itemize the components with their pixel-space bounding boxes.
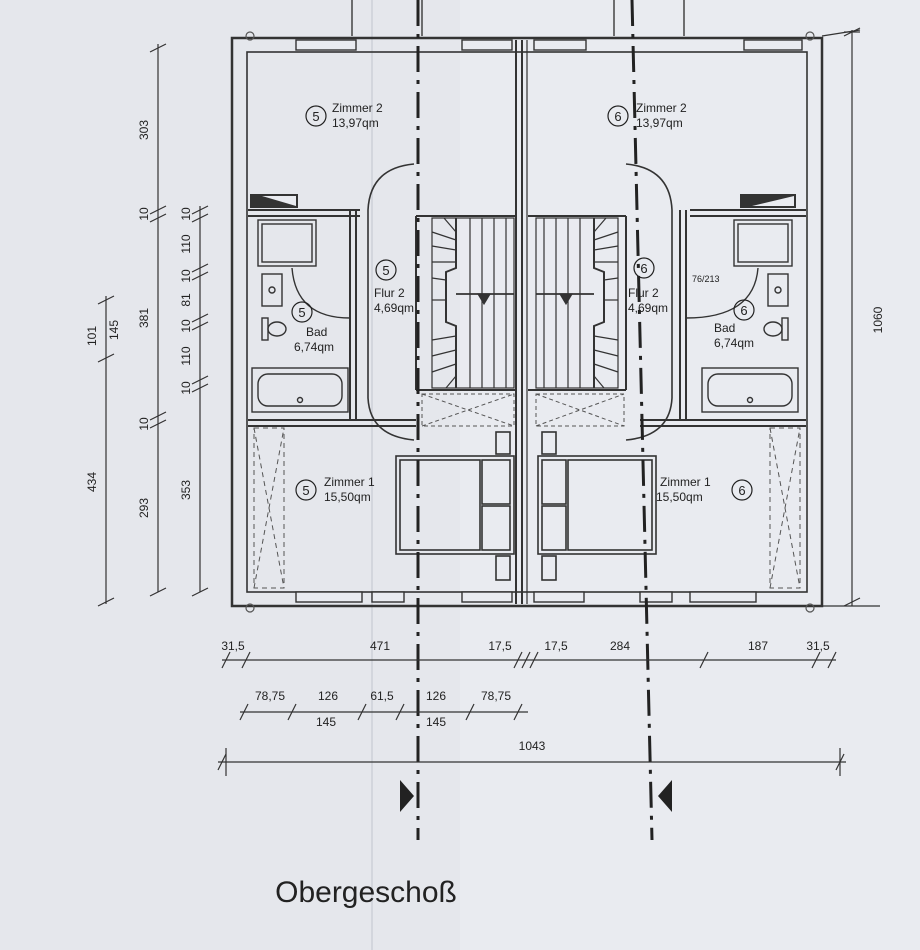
storage-boxes [421,393,625,427]
dim-label: 61,5 [370,689,394,703]
dim-label: 126 [318,689,338,703]
dim-label: 145 [426,715,446,729]
stairs-left [431,217,515,389]
building-outline [230,36,824,608]
room-name: Zimmer 2 [332,101,383,115]
room-number: 6 [640,261,647,276]
room-number: 5 [382,263,389,278]
dim-label: 17,5 [488,639,512,653]
dim-label: 10 [179,269,193,283]
dim-label: 78,75 [481,689,511,703]
room-area: 15,50qm [656,490,703,504]
stairs-right [535,217,619,389]
dimension-lines-horizontal [217,651,846,776]
dim-label: 145 [316,715,336,729]
bath-fixtures-left [251,219,351,413]
dimension-lines-vertical [97,27,880,607]
dim-label: 110 [179,346,193,365]
room-label-right-bad: 76/213 6 Bad 6,74qm [692,274,755,350]
room-name: Bad [306,325,327,339]
room-name: Flur 2 [374,286,405,300]
dim-label: 471 [370,639,390,653]
dim-label: 293 [137,498,151,518]
dim-label: 145 [107,320,121,340]
room-number: 5 [312,109,319,124]
dim-label: 10 [137,417,151,431]
section-arrows [400,780,672,812]
dim-label: 101 [85,326,99,346]
room-number: 5 [302,483,309,498]
room-area: 6,74qm [294,340,334,354]
page-title: Obergeschoß [275,876,457,909]
dim-label: 1060 [871,306,885,333]
room-area: 4,69qm [628,301,668,315]
windows [295,39,803,603]
room-number-circle [291,301,313,323]
dim-label: 10 [137,207,151,221]
wall-markers [245,31,815,613]
room-name: Flur 2 [628,286,659,300]
room-number-circle [295,479,317,501]
dim-label: 353 [179,480,193,500]
dim-label: 303 [137,120,151,140]
dim-label: 434 [85,472,99,492]
dim-label: 187 [748,639,768,653]
dimension-labels-horizontal: 31,5 471 17,5 17,5 284 187 31,5 78,75 12… [221,639,830,753]
dim-label: 1043 [519,739,546,753]
dim-label: 284 [610,639,630,653]
room-area: 15,50qm [324,490,371,504]
wall-block-cuts [262,196,794,206]
wardrobes [253,427,801,589]
top-stubs [351,0,685,36]
room-number-circle [731,479,753,501]
dim-label: 31,5 [221,639,245,653]
room-label-left-bad: 5 Bad 6,74qm [291,301,334,354]
dim-label: 10 [179,207,193,221]
dimension-labels-vertical: 303 381 353 10 110 10 81 10 110 10 10 10… [85,120,885,518]
room-label-right-zimmer1: Zimmer 1 15,50qm 6 [656,475,753,504]
interior-walls-right [528,209,806,427]
room-number-circle [305,105,327,127]
door-size-label: 76/213 [692,274,720,284]
dim-label: 110 [179,234,193,253]
dim-label: 81 [179,293,193,307]
room-number: 6 [738,483,745,498]
corridor-curves [367,163,673,441]
dim-label: 31,5 [806,639,830,653]
beds [395,431,657,581]
interior-walls-left [248,209,516,427]
room-area: 6,74qm [714,336,754,350]
dim-label: 126 [426,689,446,703]
room-number: 6 [614,109,621,124]
room-number-circle [633,257,655,279]
room-area: 13,97qm [636,116,683,130]
dim-label: 10 [179,319,193,333]
room-label-left-zimmer1: 5 Zimmer 1 15,50qm [295,475,375,504]
room-number: 6 [740,303,747,318]
room-name: Zimmer 1 [660,475,711,489]
room-area: 13,97qm [332,116,379,130]
room-name: Zimmer 2 [636,101,687,115]
room-label-left-zimmer2: 5 Zimmer 2 13,97qm [305,101,383,130]
room-number-circle [733,299,755,321]
dim-label: 17,5 [544,639,568,653]
room-label-right-zimmer2: 6 Zimmer 2 13,97qm [607,101,687,130]
paper-shade [0,0,460,950]
dim-label: 10 [179,381,193,395]
room-number-circle [607,105,629,127]
room-label-right-flur2: 6 Flur 2 4,69qm [628,257,668,315]
dim-label: 381 [137,308,151,328]
bath-fixtures-right [685,219,799,413]
room-area: 4,69qm [374,301,414,315]
dim-label: 78,75 [255,689,285,703]
room-name: Zimmer 1 [324,475,375,489]
section-lines [416,0,654,841]
room-name: Bad [714,321,735,335]
room-number: 5 [298,305,305,320]
room-number-circle [375,259,397,281]
room-label-left-flur2: 5 Flur 2 4,69qm [374,259,414,315]
